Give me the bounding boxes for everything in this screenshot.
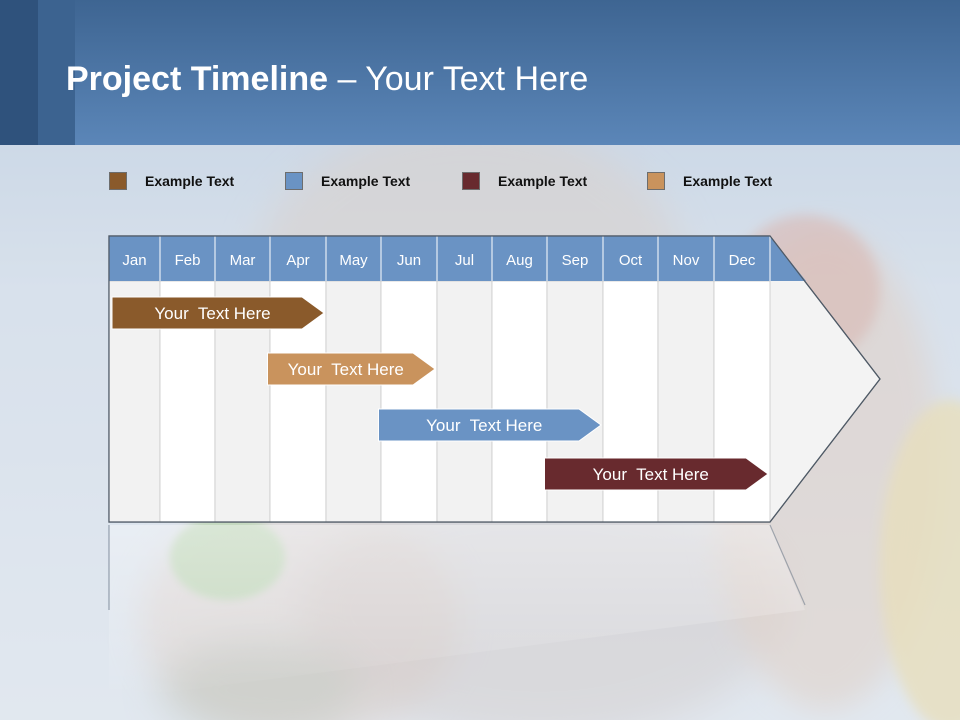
month-column-may <box>325 280 382 523</box>
slide-title-rest: – Your Text Here <box>328 60 589 98</box>
legend-item-2: Example Text <box>285 170 410 192</box>
month-label-mar: Mar <box>230 252 256 269</box>
month-header-strip <box>109 236 806 281</box>
month-label-oct: Oct <box>619 252 643 269</box>
legend-item-1: Example Text <box>109 170 234 192</box>
month-label-apr: Apr <box>286 252 309 269</box>
slide-title: Project Timeline – Your Text Here <box>66 60 588 99</box>
legend-swatch-1 <box>109 172 127 190</box>
task-bar-3: Your Text Here <box>378 408 602 442</box>
legend-label-3: Example Text <box>498 173 588 189</box>
task-bar-4: Your Text Here <box>544 457 769 491</box>
legend-label-4: Example Text <box>683 173 773 189</box>
month-column-jun <box>380 280 438 523</box>
month-label-dec: Dec <box>729 252 756 269</box>
month-label-jul: Jul <box>455 252 474 269</box>
month-label-jan: Jan <box>122 252 146 269</box>
legend-swatch-4 <box>647 172 665 190</box>
task-label-3: Your Text Here <box>426 416 542 435</box>
month-column-jul <box>436 280 493 523</box>
header-stripe-mid <box>38 0 75 145</box>
month-column-aug <box>491 280 548 523</box>
legend-swatch-2 <box>285 172 303 190</box>
header-stripe-dark <box>0 0 38 145</box>
task-label-4: Your Text Here <box>593 465 709 484</box>
task-arrow-shape-1 <box>111 296 325 330</box>
legend-item-4: Example Text <box>647 170 772 192</box>
month-label-sep: Sep <box>562 252 589 269</box>
legend-swatch-3 <box>462 172 480 190</box>
month-label-nov: Nov <box>673 252 700 269</box>
task-bar-2: Your Text Here <box>267 352 436 386</box>
month-label-feb: Feb <box>175 252 201 269</box>
legend-item-3: Example Text <box>462 170 587 192</box>
task-label-2: Your Text Here <box>288 360 404 379</box>
slide-title-bold: Project Timeline <box>66 60 329 98</box>
task-arrow-shape-2 <box>267 352 436 386</box>
timeline-reflection <box>109 525 805 700</box>
legend-label-2: Example Text <box>321 173 411 189</box>
task-bar-1: Your Text Here <box>111 296 325 330</box>
legend-label-1: Example Text <box>145 173 235 189</box>
title-band: Project Timeline – Your Text Here <box>0 0 960 145</box>
month-label-jun: Jun <box>397 252 421 269</box>
month-label-may: May <box>339 252 368 269</box>
task-arrow-shape-4 <box>544 457 769 491</box>
task-arrow-shape-3 <box>378 408 602 442</box>
timeline-arrow-outline <box>108 235 881 523</box>
month-label-aug: Aug <box>506 252 533 269</box>
reflection-edge-diagonal <box>769 524 806 606</box>
task-label-1: Your Text Here <box>154 304 270 323</box>
